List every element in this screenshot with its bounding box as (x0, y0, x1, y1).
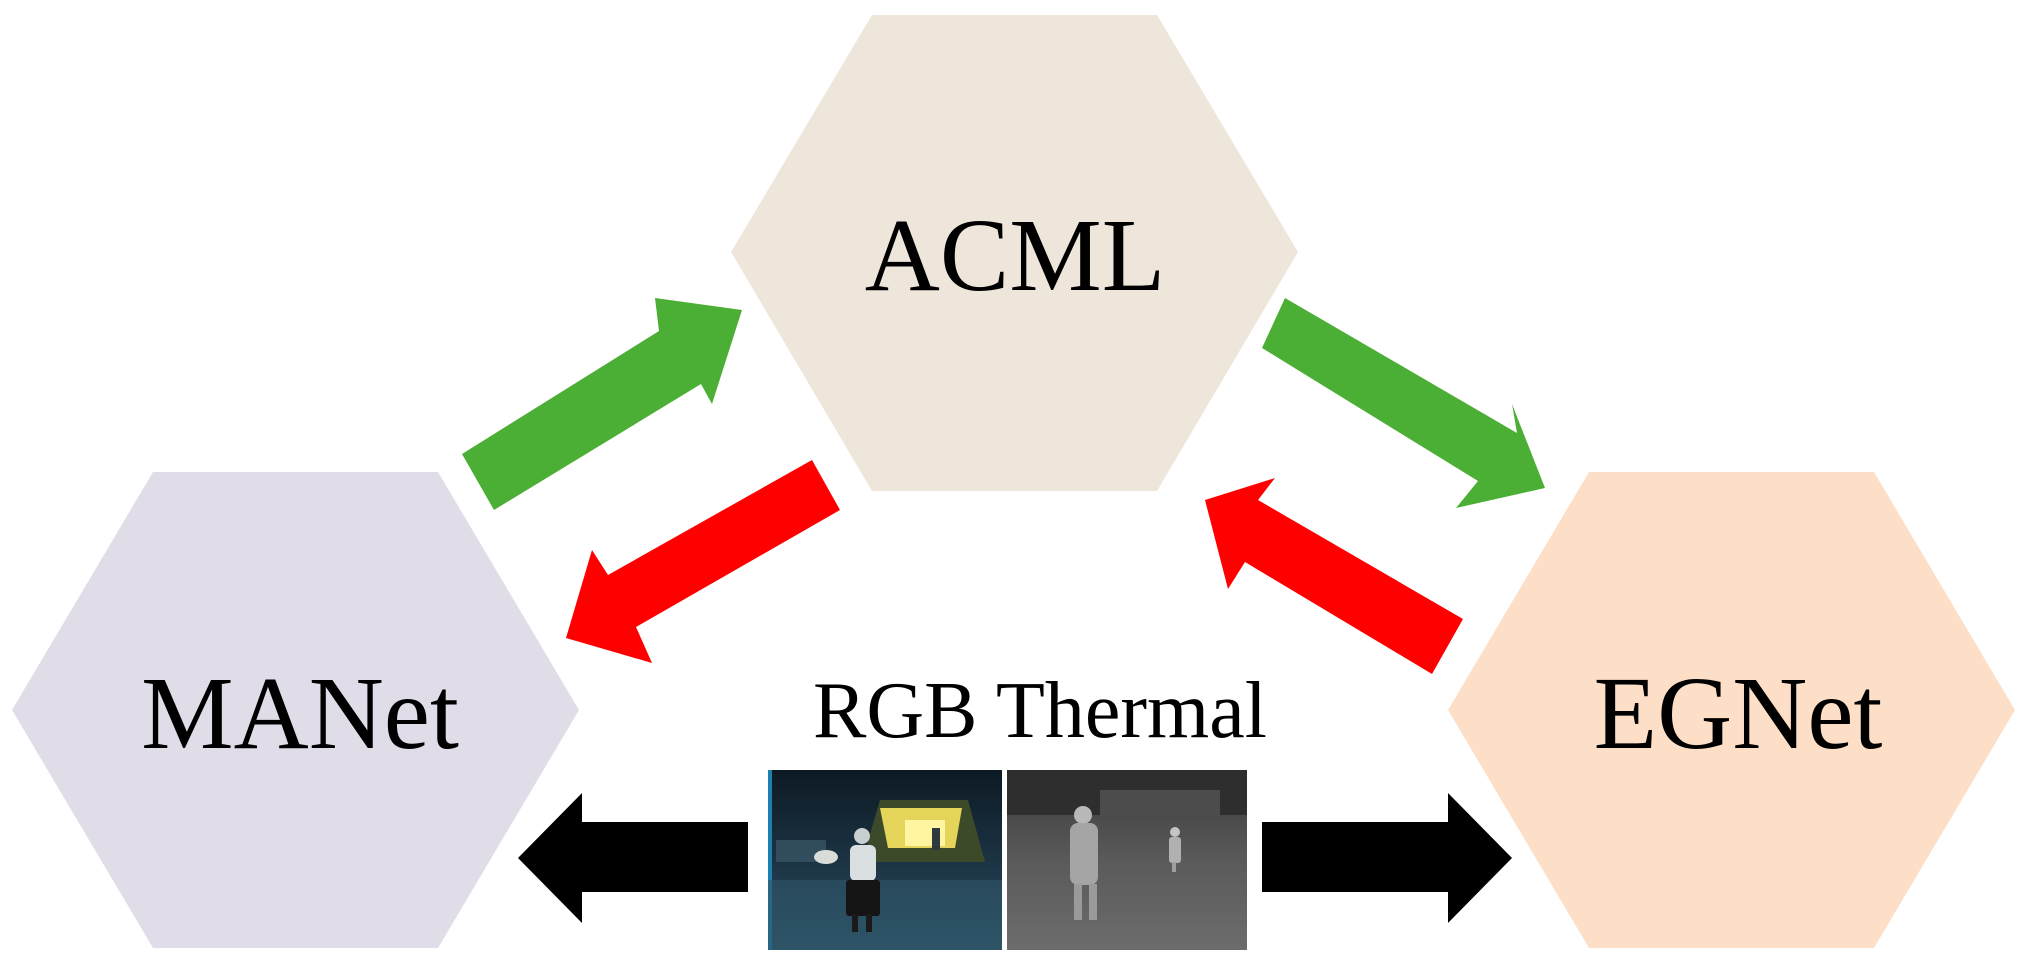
egnet-to-acml-feedback-arrow (1205, 478, 1463, 674)
egnet-label: EGNet (1594, 656, 1883, 771)
acml-node (731, 15, 1298, 491)
thermal-image (1007, 770, 1247, 950)
manet-node (12, 472, 579, 948)
rgb-image (768, 770, 1002, 950)
egnet-node (1448, 472, 2015, 948)
rgb-thermal-caption: RGB Thermal (813, 667, 1267, 755)
acml-to-manet-feedback-arrow (566, 460, 840, 663)
manet-to-acml-arrow (462, 298, 742, 510)
input-to-manet-arrow (518, 793, 748, 923)
input-to-egnet-arrow (1262, 793, 1512, 923)
acml-to-egnet-arrow (1262, 298, 1545, 508)
acml-label: ACML (865, 198, 1165, 313)
manet-label: MANet (141, 656, 459, 771)
